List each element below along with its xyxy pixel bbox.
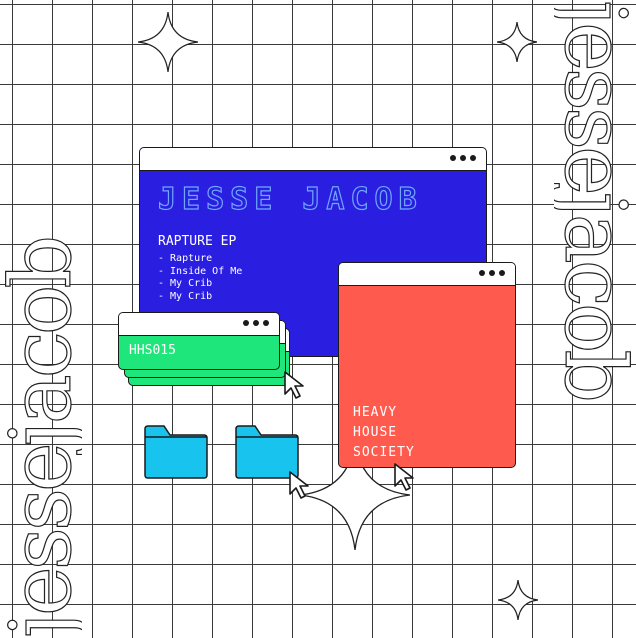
catalog-number: HHS015 [129, 343, 176, 358]
side-text-right: jessejacob [554, 0, 634, 400]
window-dots-icon [243, 320, 269, 326]
sparkle-icon [498, 580, 538, 620]
list-item: - My Crib [158, 278, 213, 289]
sparkle-icon [300, 440, 410, 550]
list-item: - Inside Of Me [158, 265, 243, 277]
artist-name: JESSE JACOB [157, 181, 423, 217]
side-text-left: jessejacob [2, 238, 82, 638]
track-list: - Rapture - Inside Of Me - My Crib - My … [158, 253, 242, 303]
cursor-icon [289, 471, 309, 499]
cursor-icon [284, 371, 304, 399]
window-dots-icon [450, 155, 476, 161]
label-window-titlebar[interactable] [339, 263, 515, 286]
label-name: HEAVY HOUSE SOCIETY [353, 405, 415, 460]
sparkle-icon [138, 12, 198, 72]
cursor-icon [394, 463, 414, 491]
release-window-titlebar[interactable] [140, 148, 486, 171]
list-item: - Rapture [158, 253, 213, 264]
window-dots-icon [479, 270, 505, 276]
list-item: - My Crib [158, 290, 213, 302]
sparkle-icon [497, 22, 537, 62]
label-window[interactable]: HEAVY HOUSE SOCIETY [338, 262, 516, 468]
folder-icon[interactable] [235, 425, 299, 479]
folder-icon[interactable] [144, 425, 208, 479]
release-window[interactable]: JESSE JACOB RAPTURE EP - Rapture - Insid… [139, 147, 487, 357]
ep-title: RAPTURE EP [158, 234, 237, 249]
catalog-window[interactable]: HHS015 [118, 312, 280, 370]
catalog-window-titlebar[interactable] [119, 313, 279, 336]
